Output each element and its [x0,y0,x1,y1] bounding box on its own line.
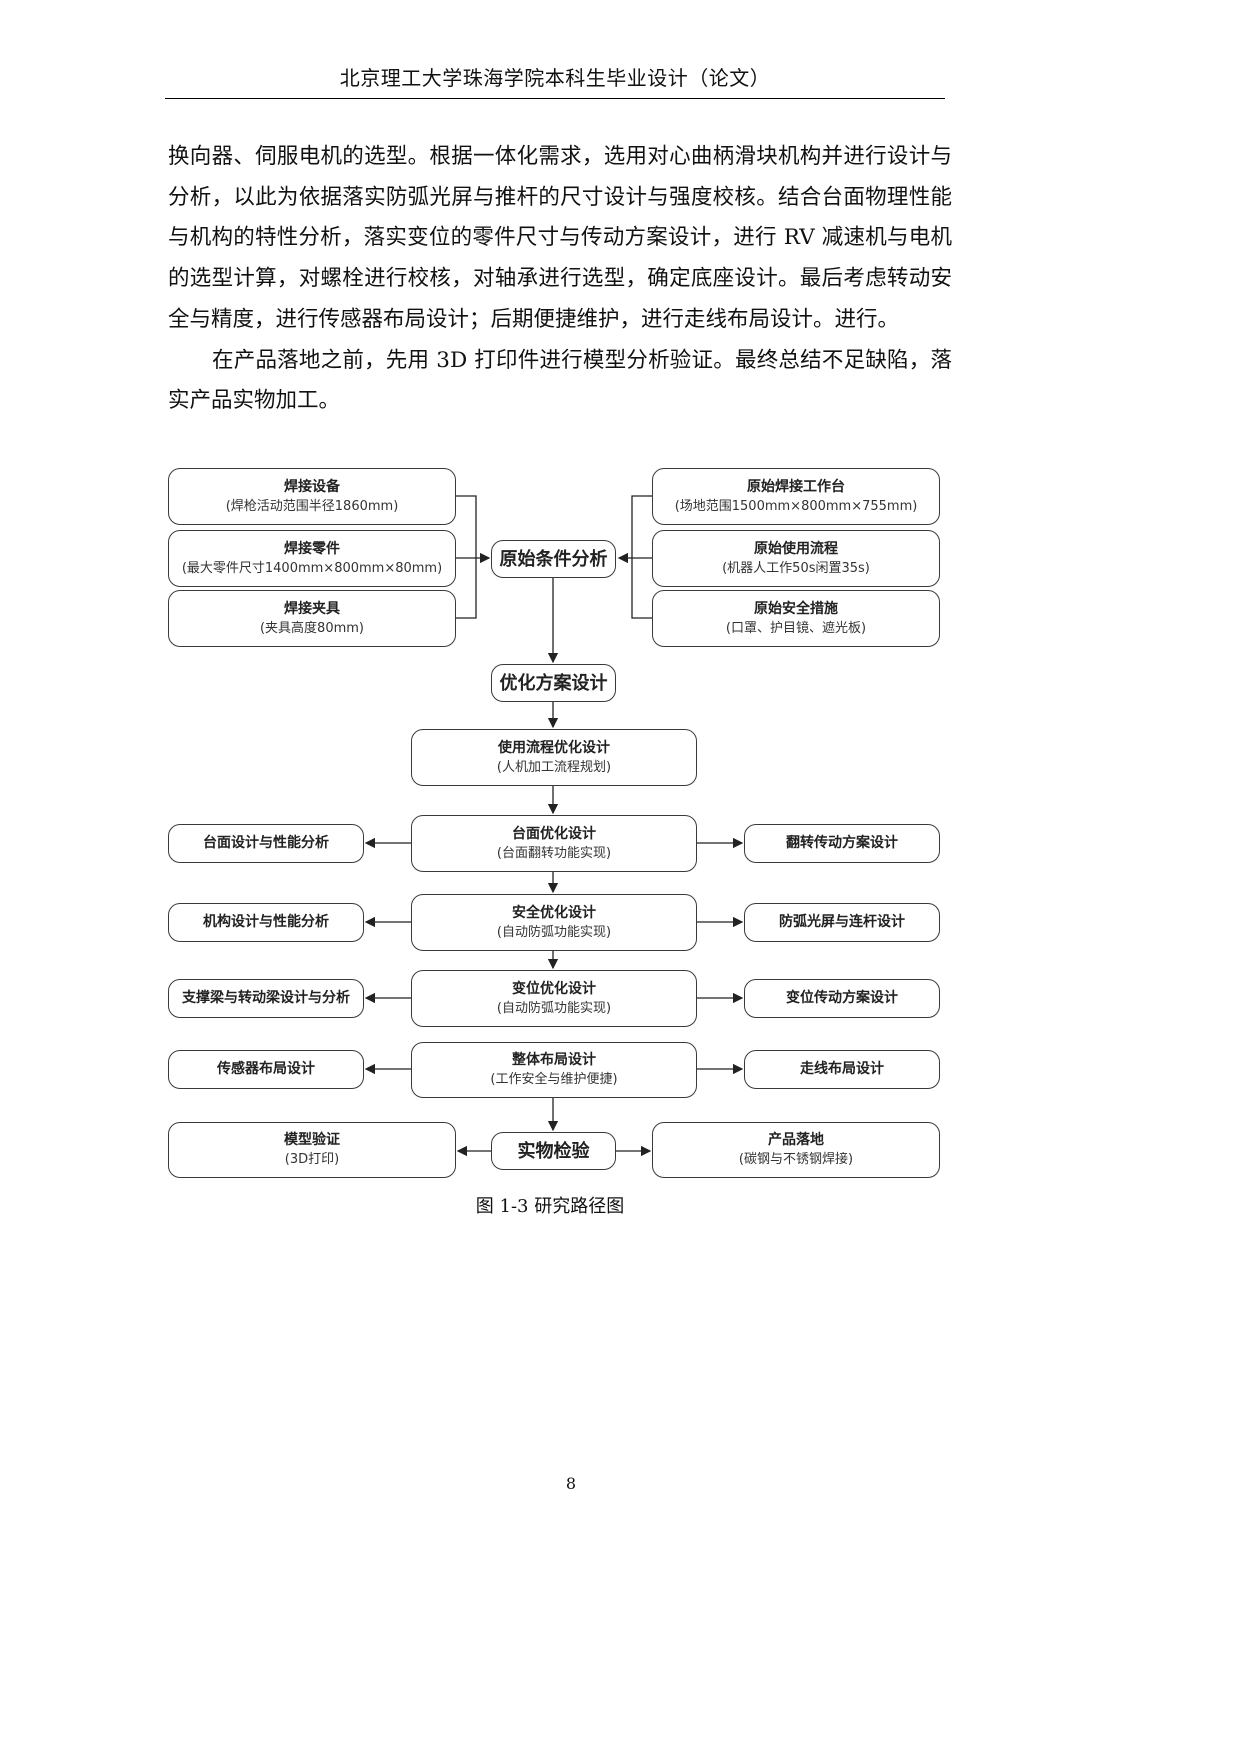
node-label: 优化方案设计 [499,672,608,694]
box-title: 焊接夹具 [284,600,340,617]
box-title: 防弧光屏与连杆设计 [779,914,905,930]
box-title: 台面设计与性能分析 [203,835,329,851]
input-welding-fixture: 焊接夹具 (夹具高度80mm) [168,590,456,647]
box-subtitle: (工作安全与维护便捷) [490,1072,618,1087]
box-subtitle: (最大零件尺寸1400mm×800mm×80mm) [181,560,443,576]
box-title: 安全优化设计 [512,904,596,921]
paragraph-2: 在产品落地之前，先用 3D 打印件进行模型分析验证。最终总结不足缺陷，落实产品实… [168,347,952,414]
box-title: 使用流程优化设计 [498,739,610,756]
node-label: 实物检验 [517,1140,590,1162]
page-number: 8 [565,1474,577,1493]
branch-wiring-layout: 走线布局设计 [744,1050,940,1089]
box-title: 变位传动方案设计 [786,990,898,1006]
box-title: 原始使用流程 [754,540,838,557]
box-subtitle: (台面翻转功能实现) [496,845,612,861]
box-subtitle: (焊枪活动范围半径1860mm) [225,498,399,514]
box-title: 整体布局设计 [512,1052,596,1068]
box-subtitle: (自动防弧功能实现) [496,924,612,940]
box-title: 走线布局设计 [800,1061,884,1077]
branch-mechanism-analysis: 机构设计与性能分析 [168,903,364,942]
node-condition-analysis: 原始条件分析 [491,540,616,578]
box-title: 机构设计与性能分析 [203,914,329,930]
product-launch: 产品落地 (碳钢与不锈钢焊接) [652,1122,940,1178]
box-subtitle: (碳钢与不锈钢焊接) [738,1152,854,1167]
header-rule [165,98,945,99]
input-original-process: 原始使用流程 (机器人工作50s闲置35s) [652,530,940,587]
box-title: 翻转传动方案设计 [786,835,898,851]
step-positioner-optimization: 变位优化设计 (自动防弧功能实现) [411,970,697,1027]
box-subtitle: (自动防弧功能实现) [496,1000,612,1016]
figure-caption: 图 1-3 研究路径图 [475,1196,625,1217]
box-subtitle: (口罩、护目镜、遮光板) [725,620,867,636]
node-optimization-design: 优化方案设计 [491,664,616,702]
step-safety-optimization: 安全优化设计 (自动防弧功能实现) [411,894,697,951]
box-subtitle: (3D打印) [284,1152,340,1167]
box-subtitle: (机器人工作50s闲置35s) [722,560,870,576]
paragraph-1: 换向器、伺服电机的选型。根据一体化需求，选用对心曲柄滑块机构并进行设计与分析，以… [168,144,952,332]
box-subtitle: (场地范围1500mm×800mm×755mm) [674,498,918,514]
box-subtitle: (夹具高度80mm) [259,620,364,636]
box-title: 台面优化设计 [512,825,596,842]
box-title: 焊接设备 [284,478,340,495]
box-title: 变位优化设计 [512,980,596,997]
step-overall-layout: 整体布局设计 (工作安全与维护便捷) [411,1042,697,1098]
model-verification: 模型验证 (3D打印) [168,1122,456,1178]
box-title: 传感器布局设计 [217,1061,315,1077]
branch-positioner-transmission: 变位传动方案设计 [744,979,940,1018]
input-welding-equipment: 焊接设备 (焊枪活动范围半径1860mm) [168,468,456,525]
box-title: 原始安全措施 [754,600,838,617]
branch-table-analysis: 台面设计与性能分析 [168,824,364,863]
branch-flip-transmission: 翻转传动方案设计 [744,824,940,863]
box-subtitle: (人机加工流程规划) [496,759,612,775]
node-physical-inspection: 实物检验 [491,1132,616,1170]
input-welding-parts: 焊接零件 (最大零件尺寸1400mm×800mm×80mm) [168,530,456,587]
box-title: 支撑梁与转动梁设计与分析 [182,990,350,1006]
page-header-title: 北京理工大学珠海学院本科生毕业设计（论文） [339,66,771,90]
branch-arc-shield-linkage: 防弧光屏与连杆设计 [744,903,940,942]
step-process-optimization: 使用流程优化设计 (人机加工流程规划) [411,729,697,786]
box-title: 焊接零件 [284,540,340,557]
node-label: 原始条件分析 [499,548,608,570]
box-title: 产品落地 [768,1132,824,1148]
box-title: 原始焊接工作台 [747,478,845,495]
branch-sensor-layout: 传感器布局设计 [168,1050,364,1089]
box-title: 模型验证 [284,1132,340,1148]
input-original-safety: 原始安全措施 (口罩、护目镜、遮光板) [652,590,940,647]
body-text: 换向器、伺服电机的选型。根据一体化需求，选用对心曲柄滑块机构并进行设计与分析，以… [168,137,952,422]
step-table-optimization: 台面优化设计 (台面翻转功能实现) [411,815,697,872]
branch-beam-analysis: 支撑梁与转动梁设计与分析 [168,979,364,1018]
input-original-workbench: 原始焊接工作台 (场地范围1500mm×800mm×755mm) [652,468,940,525]
